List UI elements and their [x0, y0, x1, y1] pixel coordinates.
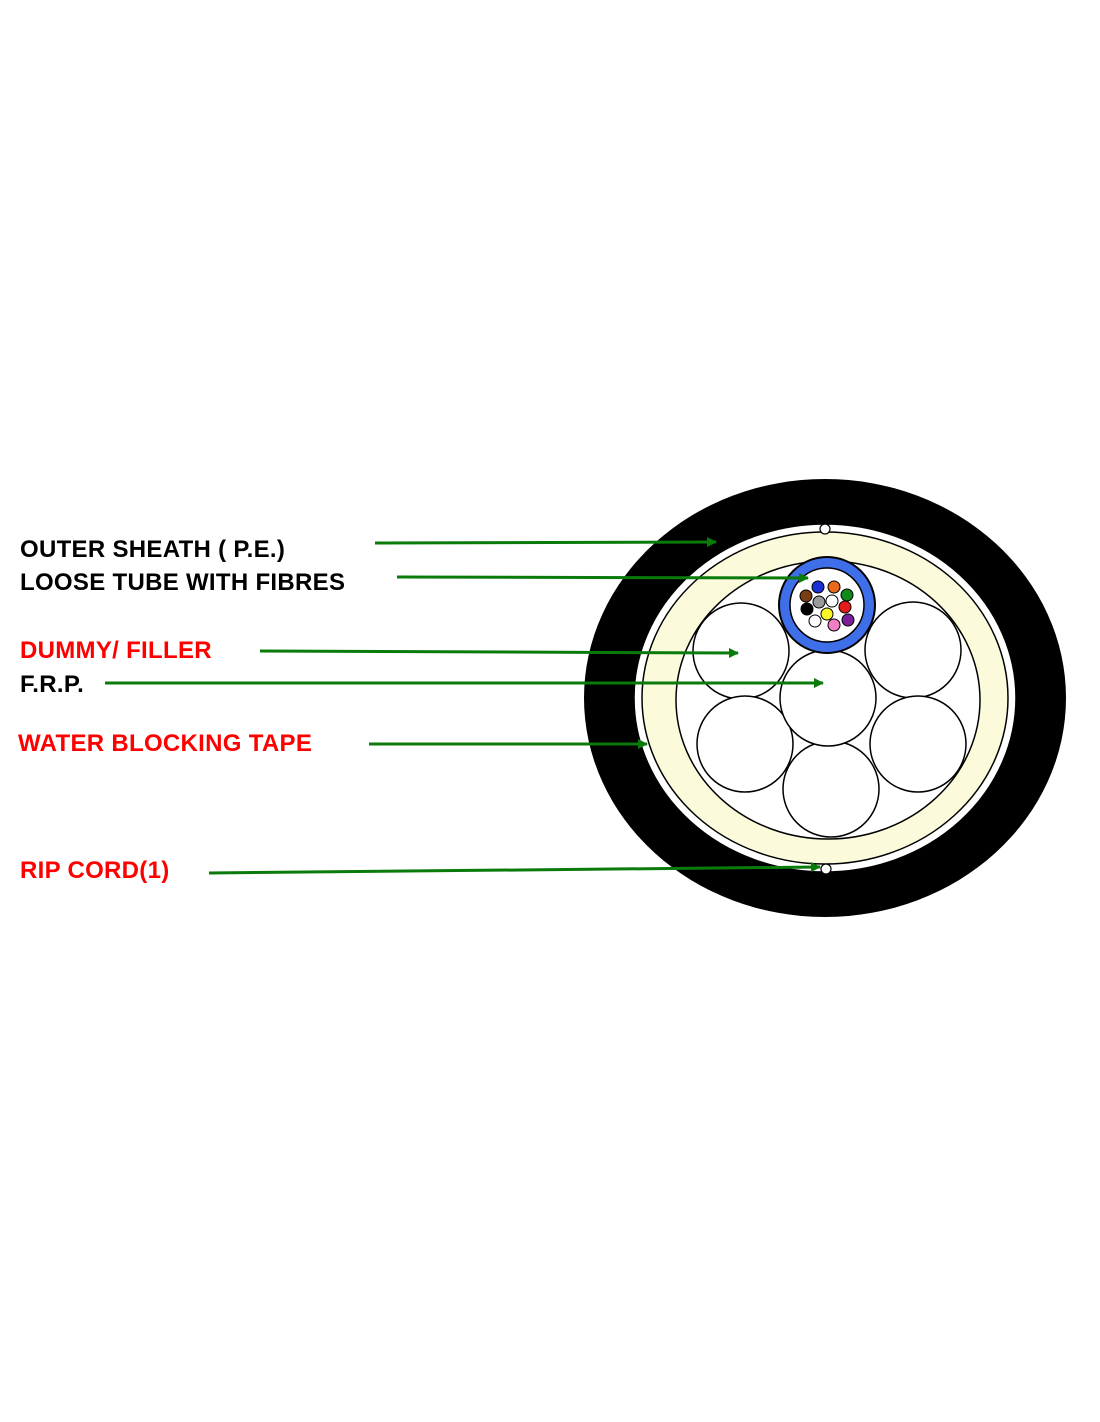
frp-central-member: [779, 649, 877, 747]
fibre: [812, 595, 826, 609]
arrow-outer-sheath: [374, 537, 717, 548]
arrow-dummy-filler: [259, 647, 739, 658]
label-outer-sheath: OUTER SHEATH ( P.E.): [20, 536, 285, 563]
label-dummy-filler: DUMMY/ FILLER: [20, 637, 212, 664]
dummy-filler: [696, 695, 794, 793]
fibre: [841, 613, 855, 627]
fibre: [820, 607, 834, 621]
fibre: [838, 600, 852, 614]
dummy-filler: [864, 601, 962, 699]
fibre: [799, 589, 813, 603]
dummy-filler: [692, 602, 790, 700]
fibre: [808, 614, 822, 628]
arrow-loose-tube: [396, 572, 809, 583]
label-frp: F.R.P.: [20, 671, 84, 698]
fibre: [840, 588, 854, 602]
fibre: [827, 618, 841, 632]
dummy-filler: [782, 740, 880, 838]
fibre: [800, 602, 814, 616]
rip-cord-top: [819, 523, 831, 535]
label-loose-tube: LOOSE TUBE WITH FIBRES: [20, 569, 345, 596]
fibre: [825, 594, 839, 608]
dummy-filler: [869, 695, 967, 793]
rip-cord-bottom: [820, 863, 832, 875]
label-rip-cord: RIP CORD(1): [20, 857, 170, 884]
arrow-rip-cord: [208, 862, 821, 875]
fibre: [827, 580, 841, 594]
fibre-group: [799, 580, 855, 632]
fibre: [811, 580, 825, 594]
label-water-blocking-tape: WATER BLOCKING TAPE: [18, 730, 312, 757]
